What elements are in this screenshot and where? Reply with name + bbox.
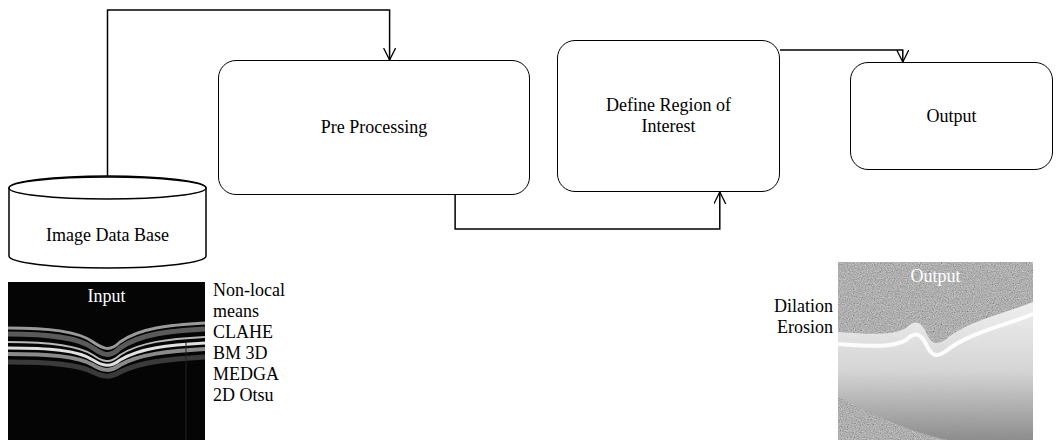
method-label: BM 3D [213,343,268,364]
image-caption: Input [8,286,205,307]
node-text: Define Region of Interest [594,95,744,137]
method-label: MEDGA [213,364,279,385]
node-text: Image Data Base [46,225,169,246]
output-box: Output [850,62,1053,170]
input-oct-image [8,282,205,440]
cylinder-outline [8,176,207,268]
node-text: Pre Processing [321,117,428,138]
flow-arrow [780,50,903,62]
operation-label: Erosion [777,317,833,338]
process-box: Define Region of Interest [557,40,780,192]
operation-label: Dilation [774,296,833,317]
process-box: Pre Processing [218,60,530,195]
operation-list: DilationErosion [774,296,833,338]
method-label: Non-local means [213,280,303,322]
method-label: 2D Otsu [213,385,274,406]
output-oct-image [838,262,1033,440]
method-label: CLAHE [213,322,273,343]
node-text: Output [926,106,976,127]
database-cylinder: Image Data Base [8,176,207,268]
image-caption: Output [838,266,1033,287]
method-list: Non-local meansCLAHEBM 3DMEDGA2D Otsu [213,280,303,406]
flow-arrow [455,192,720,229]
